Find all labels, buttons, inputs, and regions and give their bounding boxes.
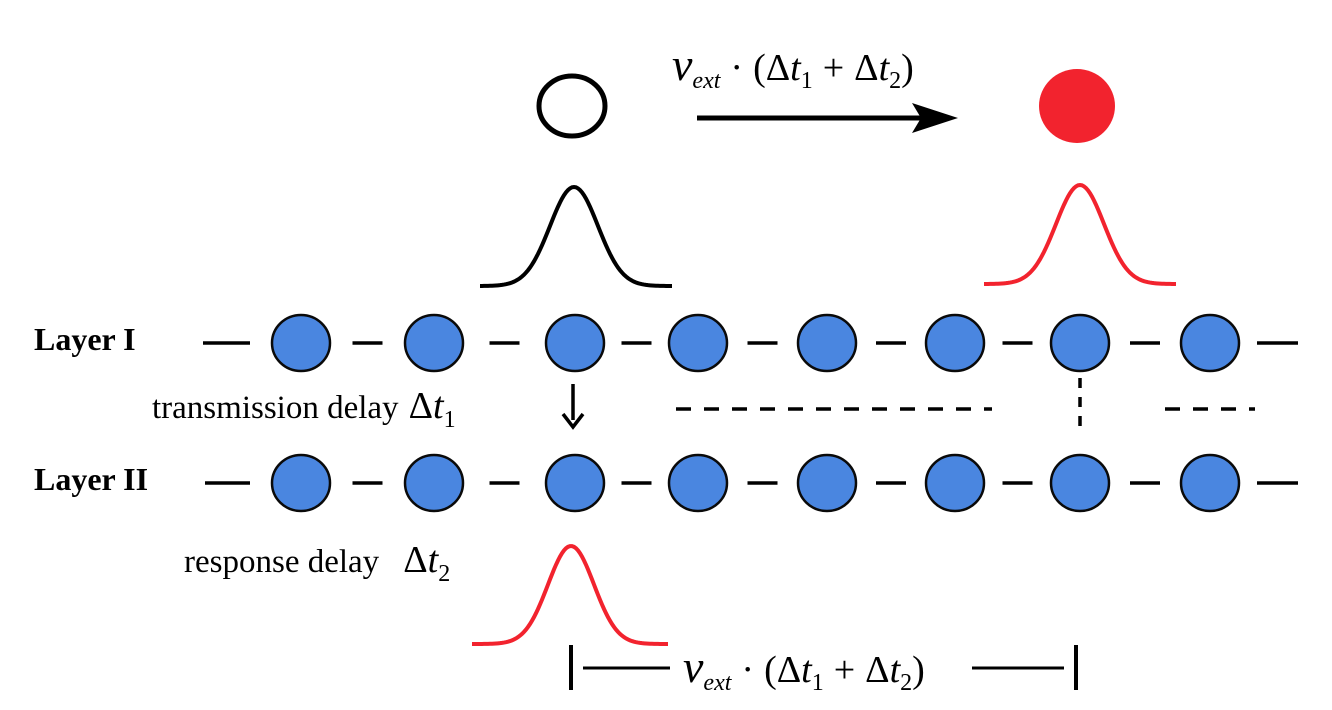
layer-1-neuron (270, 313, 332, 373)
layer-1-neuron (544, 313, 606, 373)
layer-2-neuron (403, 453, 465, 513)
layer-2-neuron (796, 453, 858, 513)
layer-2-label: Layer II (34, 461, 148, 497)
distance-bracket (569, 645, 1078, 690)
distance-label: vext·(Δt1+Δt2) (683, 641, 925, 696)
layer-1-neuron (667, 313, 729, 373)
layer-1-neuron (1179, 313, 1241, 373)
layer-1-label: Layer I (34, 321, 136, 357)
layer-1-neuron (1049, 313, 1111, 373)
layer-2-neuron (1049, 453, 1111, 513)
layer-2-row (205, 453, 1298, 513)
layer-1-neuron (796, 313, 858, 373)
layer-2-neuron (924, 453, 986, 513)
layer-2-neuron (544, 453, 606, 513)
layer-2-neuron (270, 453, 332, 513)
layer-2-neuron (667, 453, 729, 513)
black-gaussian-curve (479, 184, 673, 288)
layer-1-neuron (403, 313, 465, 373)
red-gaussian-curve-bottom (472, 544, 669, 646)
stimulus-filled-red-circle (1039, 69, 1115, 143)
stimulus-outline-circle (536, 73, 608, 139)
motion-label: vext·(Δt1+Δt2) (672, 39, 914, 94)
layer-1-neuron (924, 313, 986, 373)
motion-arrow (697, 103, 958, 133)
layer-2-neuron (1179, 453, 1241, 513)
red-gaussian-curve-top (983, 182, 1177, 286)
transmission-arrow (561, 384, 585, 430)
layer-1-row (203, 313, 1298, 373)
